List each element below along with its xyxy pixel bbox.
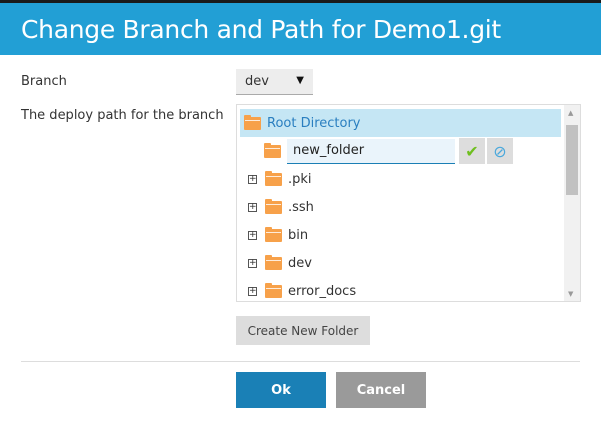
ok-button[interactable]: Ok: [236, 372, 326, 408]
scroll-up-icon[interactable]: ▲: [568, 109, 574, 117]
dialog-title: Change Branch and Path for Demo1.git: [0, 3, 601, 55]
branch-value: dev: [245, 74, 269, 89]
create-new-folder-button[interactable]: Create New Folder: [236, 316, 370, 345]
expand-plus-icon[interactable]: +: [248, 257, 257, 268]
folder-icon: [265, 170, 282, 186]
folder-icon: [265, 198, 282, 214]
expand-plus-icon[interactable]: +: [248, 201, 257, 212]
branch-select[interactable]: dev ▼: [236, 69, 313, 95]
tree-item[interactable]: + .pki: [240, 165, 561, 193]
cancel-button[interactable]: Cancel: [336, 372, 426, 408]
tree-item-root[interactable]: Root Directory: [240, 109, 561, 137]
tree-item-label: .ssh: [288, 199, 314, 215]
tree-item-label: error_docs: [288, 283, 357, 299]
tree-item-label: bin: [288, 227, 309, 243]
tree-item-label: Root Directory: [267, 115, 361, 131]
new-folder-row: ✔ ⊘: [240, 137, 561, 165]
folder-tree: Root Directory ✔ ⊘ + .pki + .ssh + bin + dev + er…: [236, 104, 581, 302]
deploy-path-label: The deploy path for the branch: [21, 108, 224, 123]
tree-item[interactable]: + dev: [240, 249, 561, 277]
scroll-down-icon[interactable]: ▼: [568, 290, 574, 298]
folder-icon: [265, 282, 282, 298]
folder-icon: [265, 226, 282, 242]
scrollbar-thumb[interactable]: [566, 125, 578, 195]
expand-plus-icon[interactable]: +: [248, 173, 257, 184]
divider: [21, 361, 580, 362]
tree-scrollbar[interactable]: ▲ ▼: [564, 105, 580, 301]
cancel-ban-icon[interactable]: ⊘: [487, 138, 513, 164]
tree-item[interactable]: + bin: [240, 221, 561, 249]
tree-item-label: dev: [288, 255, 312, 271]
branch-label: Branch: [21, 74, 67, 89]
expand-plus-icon[interactable]: +: [248, 285, 257, 296]
new-folder-name-input[interactable]: [287, 138, 455, 164]
expand-plus-icon[interactable]: +: [248, 229, 257, 240]
tree-item[interactable]: + .ssh: [240, 193, 561, 221]
folder-icon: [244, 114, 261, 130]
folder-icon: [265, 254, 282, 270]
change-branch-dialog: Change Branch and Path for Demo1.git Bra…: [0, 3, 601, 423]
folder-icon: [264, 142, 281, 158]
dropdown-arrow-icon: ▼: [296, 75, 304, 86]
confirm-check-icon[interactable]: ✔: [459, 138, 485, 164]
tree-item-label: .pki: [288, 171, 312, 187]
tree-item[interactable]: + error_docs: [240, 277, 561, 301]
